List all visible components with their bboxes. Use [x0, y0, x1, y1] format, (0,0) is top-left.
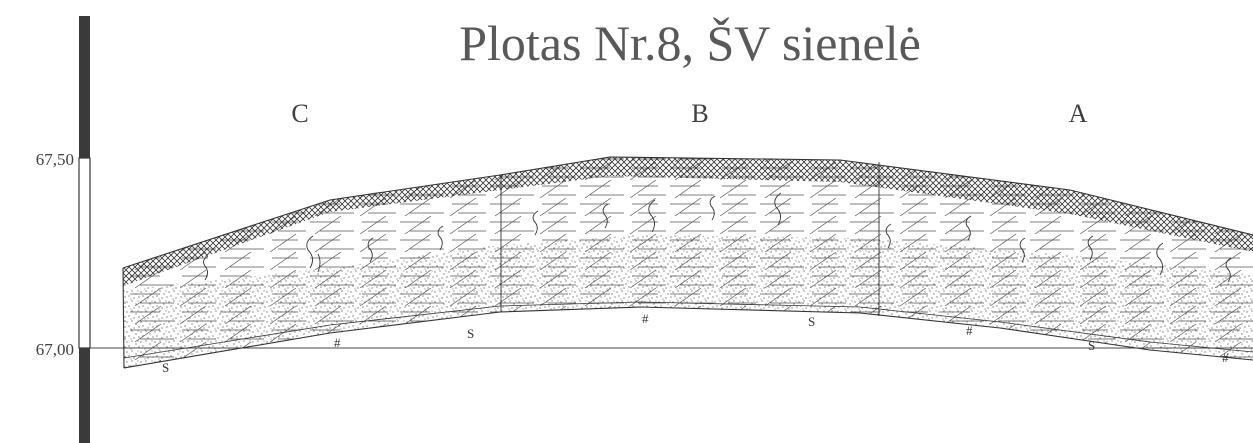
section-label-c: C [291, 99, 308, 128]
symbol-squiggle: S [808, 314, 815, 329]
symbol-hash: # [642, 311, 649, 326]
section-label-a: A [1069, 99, 1088, 128]
root-marks [203, 192, 1232, 283]
elevation-label-upper: 67,50 [36, 150, 74, 169]
section-label-b: B [691, 99, 708, 128]
elevation-scale-bar [78, 16, 91, 443]
symbol-hash: # [1222, 350, 1229, 365]
symbol-squiggle: S [1088, 338, 1095, 353]
symbol-squiggle: S [162, 360, 169, 375]
symbol-squiggle: S [467, 326, 474, 341]
profile-outline [122, 156, 1253, 369]
elevation-label-lower: 67,00 [36, 340, 74, 359]
symbol-hash: # [334, 335, 341, 350]
page-title: Plotas Nr.8, ŠV sienelė [459, 15, 921, 71]
soil-layers [123, 157, 1253, 368]
symbol-hash: # [966, 323, 973, 338]
